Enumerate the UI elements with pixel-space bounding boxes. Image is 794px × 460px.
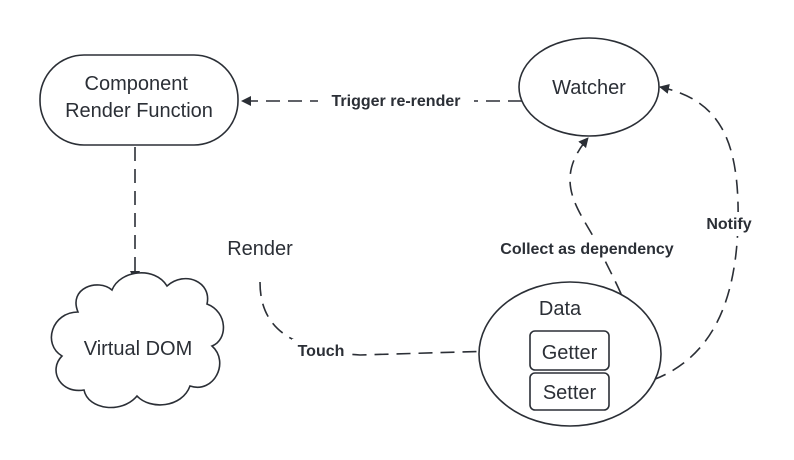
edge-notify: Notify — [609, 84, 758, 391]
edge-label-collect-dependency: Collect as dependency — [500, 241, 673, 258]
node-label-render-function: Render Function — [65, 100, 213, 122]
node-label-render: Render — [227, 238, 293, 260]
node-label-watcher: Watcher — [552, 77, 626, 99]
node-setter: Setter — [529, 372, 610, 411]
node-component-render-function: Component Render Function — [39, 54, 239, 146]
edge-collect-dependency: Collect as dependency — [488, 137, 688, 351]
node-label-virtual-dom: Virtual DOM — [84, 338, 193, 360]
node-label-data: Data — [539, 298, 582, 320]
edge-touch: Touch — [259, 281, 529, 361]
node-watcher: Watcher — [518, 37, 660, 137]
node-label-component: Component — [85, 73, 189, 95]
edge-label-touch: Touch — [298, 343, 345, 360]
node-virtual-dom: Virtual DOM — [50, 272, 225, 409]
node-label-getter: Getter — [542, 342, 598, 364]
node-getter: Getter — [529, 330, 610, 371]
edge-trigger-rerender: Trigger re-render — [241, 88, 522, 112]
node-label-setter: Setter — [543, 382, 597, 404]
svg-text:Component Render Functio: Component Render Function — [65, 73, 213, 122]
node-render: Render — [227, 238, 293, 260]
edge-label-notify: Notify — [706, 216, 751, 233]
edge-label-trigger-rerender: Trigger re-render — [332, 93, 461, 110]
